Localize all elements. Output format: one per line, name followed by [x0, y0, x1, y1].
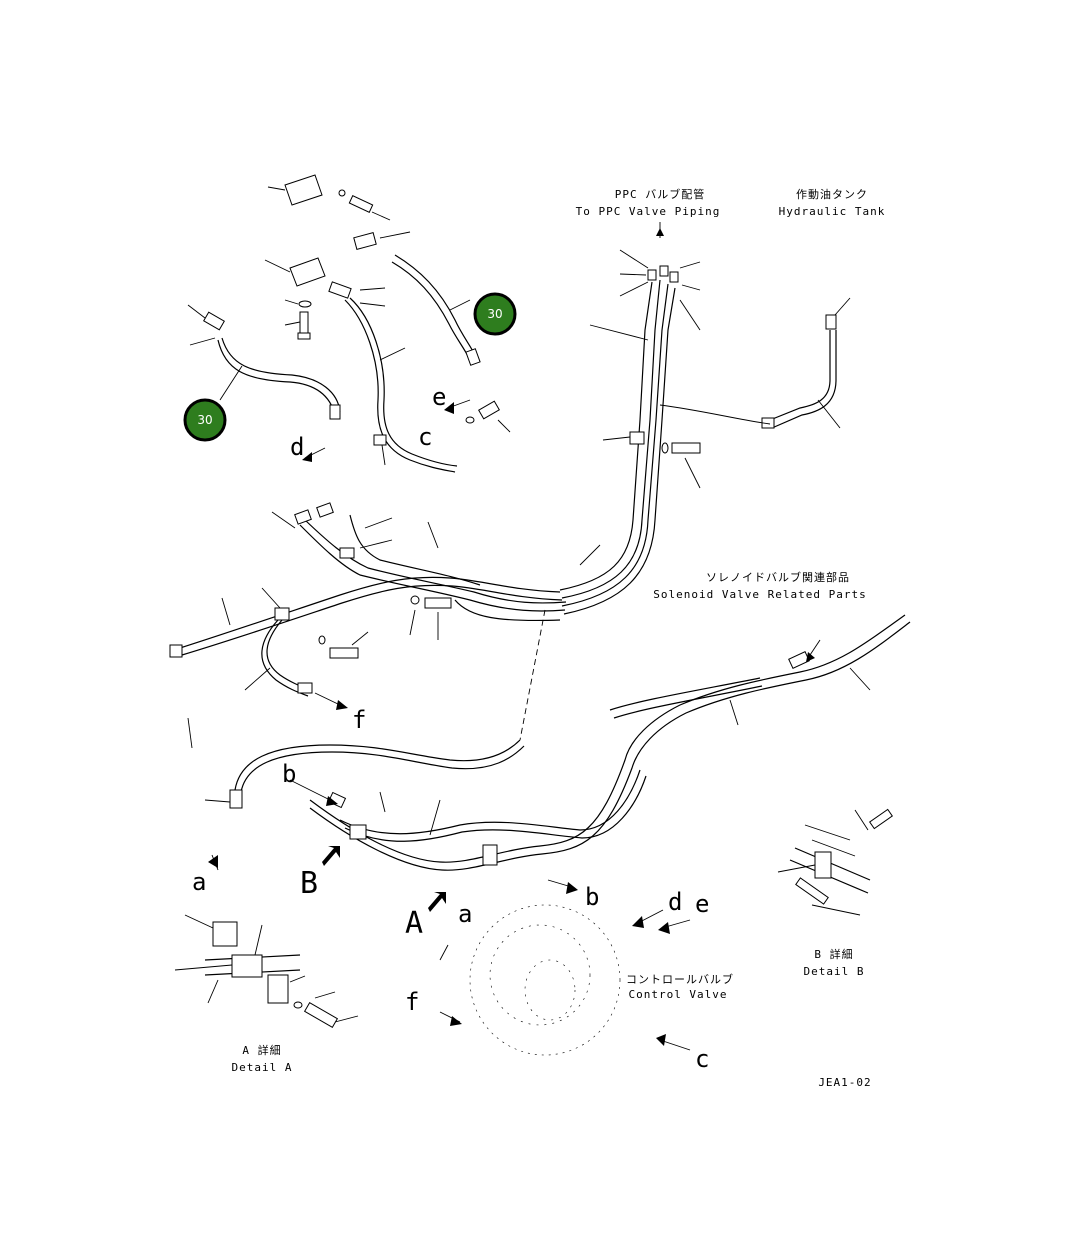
letter-f-valve: f [405, 988, 419, 1016]
letter-d-valve: d [668, 888, 682, 916]
letter-f-top: f [352, 706, 366, 734]
port-letters: e c d f b a B A a b d e f c [192, 383, 709, 1073]
svg-text:30: 30 [487, 307, 502, 321]
letter-A: A [405, 906, 423, 941]
caption-detail-b-en: Detail B [804, 965, 865, 978]
letter-B: B [300, 866, 318, 901]
caption-solenoid-jp: ソレノイドバルブ関連部品 [706, 570, 850, 584]
letter-d-top: d [290, 433, 304, 461]
caption-detail-b-jp: B 詳細 [814, 947, 853, 961]
svg-text:30: 30 [197, 413, 212, 427]
letter-a-top: a [192, 868, 206, 896]
letter-e-valve: e [695, 890, 709, 918]
arrow-markers [302, 399, 691, 1051]
caption-ppc-jp: PPC バルブ配管 [615, 187, 706, 201]
hydraulic-tank-hose [659, 297, 851, 429]
arrow-B-icon [322, 846, 340, 866]
caption-detail-a-jp: A 詳細 [242, 1043, 281, 1057]
upper-left-hoses [217, 254, 511, 473]
caption-solenoid-en: Solenoid Valve Related Parts [653, 588, 866, 601]
letter-b-valve: b [585, 883, 599, 911]
letter-c-top: c [418, 423, 432, 451]
caption-ppc-en: To PPC Valve Piping [576, 205, 721, 218]
captions: PPC バルブ配管 To PPC Valve Piping 作動油タンク Hyd… [232, 187, 886, 1089]
callout-30-upper[interactable]: 30 [473, 292, 517, 336]
middle-hose-bundle [169, 502, 567, 749]
letter-c-valve: c [695, 1045, 709, 1073]
callout-30-left[interactable]: 30 [183, 398, 227, 442]
control-valve [469, 904, 621, 1056]
arrow-A-icon [428, 892, 446, 912]
caption-tank-en: Hydraulic Tank [779, 205, 886, 218]
drawing-number: JEA1-02 [818, 1076, 871, 1089]
letter-e-top: e [432, 383, 446, 411]
caption-control-en: Control Valve [628, 988, 727, 1001]
detail-a [174, 914, 359, 1029]
caption-control-jp: コントロールバルブ [626, 972, 734, 986]
detail-b [777, 808, 894, 916]
upper-left-fittings [187, 174, 411, 346]
letter-b-top: b [282, 760, 296, 788]
caption-detail-a-en: Detail A [232, 1061, 293, 1074]
letter-a-valve: a [458, 900, 472, 928]
caption-tank-jp: 作動油タンク [796, 187, 868, 201]
lower-hoses [204, 614, 911, 871]
ppc-piping-bundle [559, 222, 701, 615]
